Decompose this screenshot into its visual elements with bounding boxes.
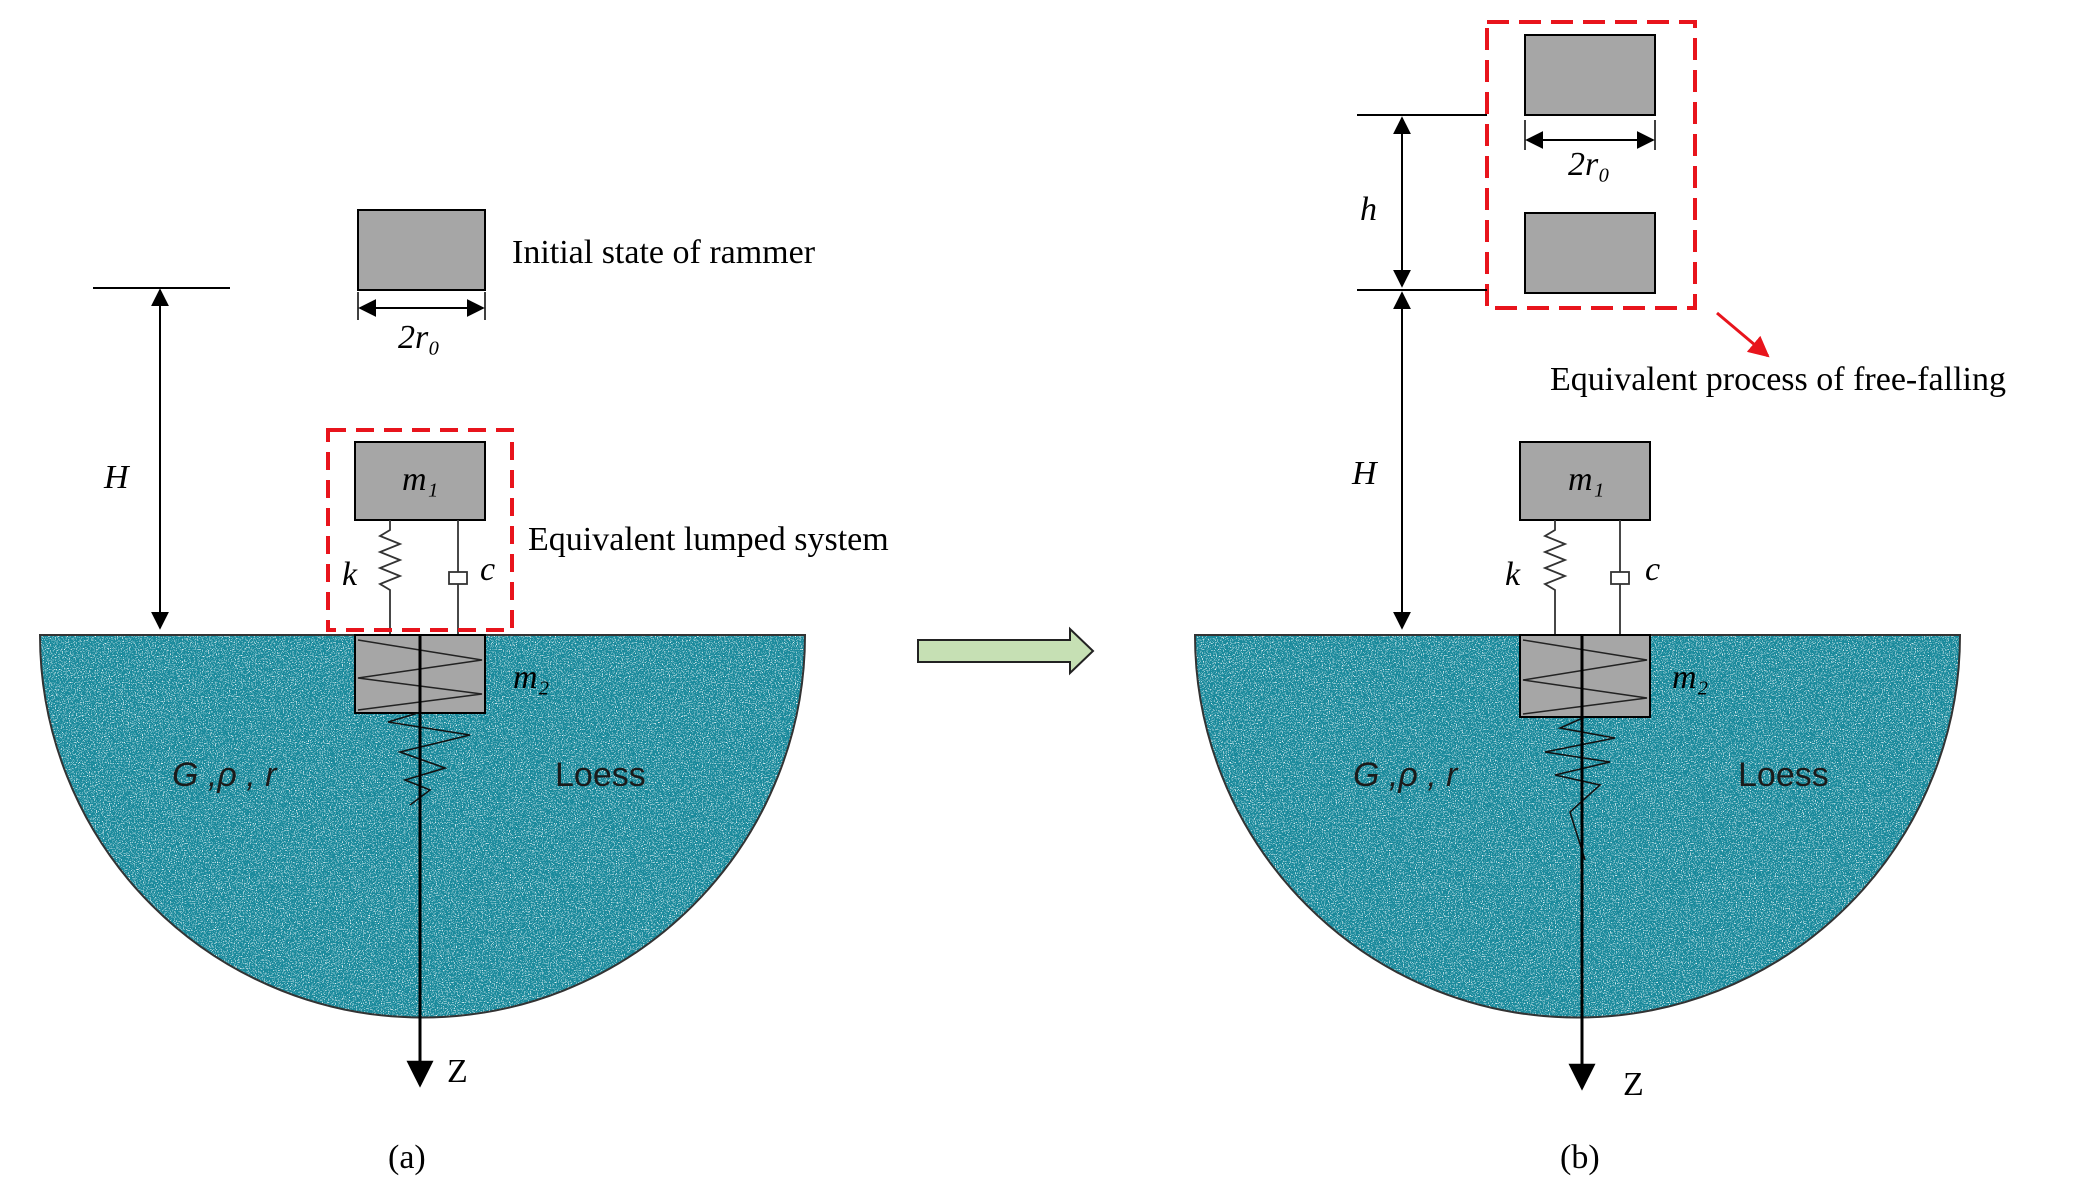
spring-label-b: k [1505,556,1521,593]
damper-icon-a [448,520,468,635]
soil-spring-icon-b [1544,716,1616,861]
lumped-highlight-box-a [326,428,514,632]
damper-label-b: c [1645,551,1660,588]
rammer-width-label-b: 2r₀ [1568,146,1610,183]
soil-params-a: G ,ρ , r [172,756,278,794]
freefall-group-b: 2r₀ Equivalent process of free-falling [1485,20,2006,398]
mass1-block-b [1519,441,1651,521]
height-dimensions-b: h H [1351,114,1487,630]
transition-arrow-icon [917,626,1095,676]
freefall-caption: Equivalent process of free-falling [1550,361,2006,398]
freefall-pointer-icon [1716,311,1770,358]
rammer-block [357,209,486,291]
lumped-caption: Equivalent lumped system [528,521,889,558]
falling-rammer-top-b [1524,34,1656,116]
mass1-label-a: m₁ [402,461,438,498]
height-label-a: H [103,459,131,496]
mass2-label-b: m₂ [1672,659,1708,696]
drop-label-b: h [1360,191,1377,228]
rammer-caption: Initial state of rammer [512,234,816,271]
height-label-b: H [1351,455,1379,492]
damper-label-a: c [480,551,495,588]
spring-label-a: k [342,556,358,593]
mass2-label-a: m₂ [513,659,549,696]
z-axis-label-a: Z [447,1053,468,1090]
height-dimension-a: H [93,287,230,630]
z-axis-label-b: Z [1623,1066,1644,1103]
mass1-block-a [354,441,486,521]
soil-spring-icon-a [387,712,471,806]
rammer-width-label-a: 2r₀ [398,319,440,356]
initial-rammer-a: 2r₀ Initial state of rammer [357,209,816,356]
panel-b: 2r₀ Equivalent process of free-falling h… [1193,20,2006,1176]
mass1-label-b: m₁ [1568,461,1604,498]
panel-a: H 2r₀ Initial state of rammer m₁ k c [38,209,889,1176]
panel-a-caption: (a) [388,1139,426,1176]
panel-b-caption: (b) [1560,1139,1600,1176]
damper-icon-b [1610,520,1630,635]
falling-rammer-bottom-b [1524,212,1656,294]
spring-icon-b [1542,520,1568,635]
freefall-highlight-box-b [1485,20,1697,310]
soil-half-space-b [1193,634,1962,1019]
spring-icon-a [377,520,403,635]
lumped-system-b: m₁ k c [1505,441,1660,635]
lumped-system-a: m₁ k c Equivalent lumped system [326,428,889,635]
soil-name-b: Loess [1738,756,1829,794]
soil-name-a: Loess [555,756,646,794]
mass2-block-b: m₂ [1519,634,1708,718]
soil-params-b: G ,ρ , r [1353,756,1459,794]
